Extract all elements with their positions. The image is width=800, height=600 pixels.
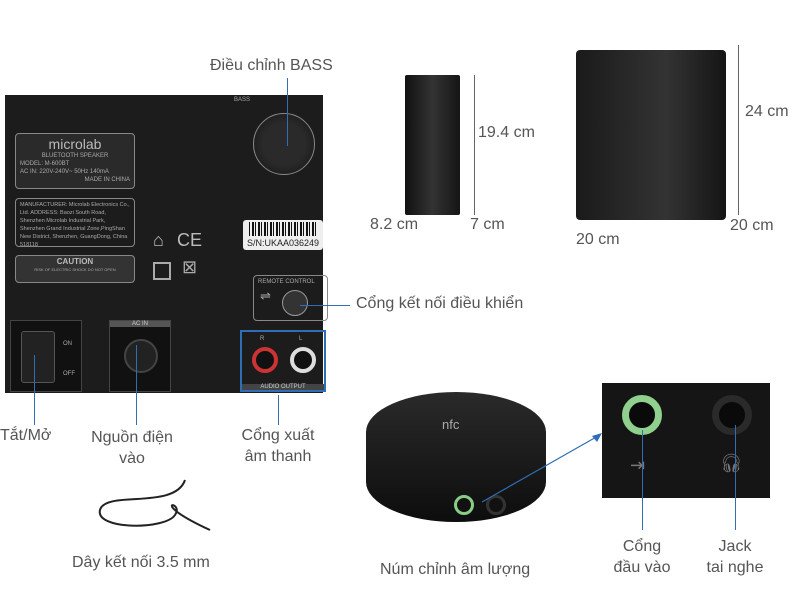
height-dimension-line bbox=[474, 75, 475, 215]
headphone-icon: 🎧︎ bbox=[720, 453, 743, 473]
height-dimension-line bbox=[738, 45, 739, 215]
house-icon: ⌂ bbox=[153, 230, 164, 250]
rca-left-jack[interactable] bbox=[290, 347, 316, 373]
off-label: OFF bbox=[63, 371, 75, 377]
output-leader-line bbox=[278, 395, 279, 425]
power-switch-panel: ON OFF bbox=[10, 320, 82, 392]
bass-callout: Điều chỉnh BASS bbox=[210, 57, 333, 74]
volume-control-puck[interactable]: nfc bbox=[366, 392, 546, 522]
product-label: microlab BLUETOOTH SPEAKER MODEL: M-600B… bbox=[15, 133, 135, 189]
serial-number: S/N:UKAA036249 bbox=[246, 238, 320, 248]
callout-line: Cổng bbox=[622, 538, 662, 555]
caution-label: CAUTION RISK OF ELECTRIC SHOCK DO NOT OP… bbox=[15, 255, 135, 283]
callout-line: Nguồn điện bbox=[91, 429, 173, 446]
callout-line: đầu vào bbox=[613, 559, 671, 576]
caution-title: CAUTION bbox=[56, 257, 94, 266]
subwoofer-height: 24 cm bbox=[745, 103, 789, 120]
subwoofer-width: 20 cm bbox=[576, 231, 620, 248]
switch-leader-line bbox=[34, 355, 35, 425]
arrows-icon: ⇌ bbox=[260, 288, 271, 303]
label-line: BLUETOOTH SPEAKER bbox=[41, 153, 109, 159]
remote-label: REMOTE CONTROL bbox=[258, 279, 315, 285]
audio-cable bbox=[98, 479, 211, 531]
ce-mark: CE bbox=[177, 230, 203, 250]
caution-text: RISK OF ELECTRIC SHOCK DO NOT OPEN bbox=[34, 267, 116, 272]
on-label: ON bbox=[63, 341, 72, 347]
barcode bbox=[249, 222, 317, 236]
input-leader-line bbox=[642, 430, 643, 530]
headphone-jack-callout: Jack tai nghe bbox=[695, 536, 775, 578]
serial-barcode: S/N:UKAA036249 bbox=[243, 220, 323, 250]
input-port[interactable] bbox=[622, 395, 662, 435]
bass-leader-line bbox=[287, 78, 288, 146]
headphone-leader-line bbox=[735, 425, 736, 530]
brand-logo: microlab bbox=[48, 136, 102, 152]
headphone-jack[interactable] bbox=[712, 395, 752, 435]
remote-leader-line bbox=[300, 305, 350, 306]
weee-bin-icon: ⊠ bbox=[182, 257, 198, 277]
label-line: MADE IN CHINA bbox=[84, 177, 130, 183]
subwoofer bbox=[576, 50, 726, 220]
remote-control-port[interactable]: REMOTE CONTROL ⇌ bbox=[253, 275, 328, 321]
ac-in-label: AC IN bbox=[110, 321, 170, 327]
rca-right-jack[interactable] bbox=[252, 347, 278, 373]
audio-output-callout: Cổng xuất âm thanh bbox=[228, 425, 328, 467]
ac-in-panel: AC IN bbox=[109, 320, 171, 392]
speaker-back-panel: microlab BLUETOOTH SPEAKER MODEL: M-600B… bbox=[5, 95, 328, 393]
puck-headphone-port[interactable] bbox=[486, 495, 506, 515]
audio-output-panel: R L AUDIO OUTPUT bbox=[240, 330, 326, 392]
bass-label: BASS bbox=[234, 97, 251, 103]
callout-line: Cổng xuất bbox=[241, 427, 315, 444]
input-port-callout: Cổng đầu vào bbox=[602, 536, 682, 578]
power-input-callout: Nguồn điện vào bbox=[82, 427, 182, 469]
input-arrow-icon: ⇥ bbox=[630, 455, 646, 475]
satellite-height: 19.4 cm bbox=[478, 124, 535, 141]
zoom-arrow bbox=[481, 433, 602, 503]
double-insulation-icon bbox=[153, 262, 171, 280]
power-cord bbox=[124, 339, 158, 373]
power-switch[interactable] bbox=[21, 331, 55, 383]
bass-knob[interactable] bbox=[253, 113, 315, 175]
subwoofer-depth: 20 cm bbox=[730, 217, 774, 234]
r-label: R bbox=[260, 336, 265, 342]
power-leader-line bbox=[136, 345, 137, 425]
label-line: MODEL: M-600BT bbox=[20, 161, 70, 167]
remote-port-callout: Cổng kết nối điều khiển bbox=[356, 295, 524, 312]
port-closeup: ⇥ 🎧︎ bbox=[602, 383, 770, 498]
callout-line: vào bbox=[119, 450, 145, 467]
nfc-logo: nfc bbox=[442, 417, 460, 432]
manufacturer-label: MANUFACTURER: Microlab Electronics Co., … bbox=[15, 198, 135, 248]
cable-callout: Dây kết nối 3.5 mm bbox=[72, 554, 210, 571]
callout-line: âm thanh bbox=[244, 448, 312, 465]
callout-line: Jack bbox=[718, 538, 752, 555]
label-line: AC IN: 220V-240V~ 50Hz 140mA bbox=[20, 169, 109, 175]
power-switch-callout: Tắt/Mở bbox=[0, 427, 52, 444]
puck-input-port[interactable] bbox=[454, 495, 474, 515]
callout-line: tai nghe bbox=[706, 559, 764, 576]
audio-output-label: AUDIO OUTPUT bbox=[242, 384, 324, 390]
volume-knob-callout: Núm chỉnh âm lượng bbox=[380, 561, 531, 578]
l-label: L bbox=[299, 336, 303, 342]
satellite-depth: 7 cm bbox=[470, 216, 505, 233]
satellite-width: 8.2 cm bbox=[370, 216, 419, 233]
din-port[interactable] bbox=[282, 290, 308, 316]
satellite-speaker bbox=[405, 75, 460, 215]
